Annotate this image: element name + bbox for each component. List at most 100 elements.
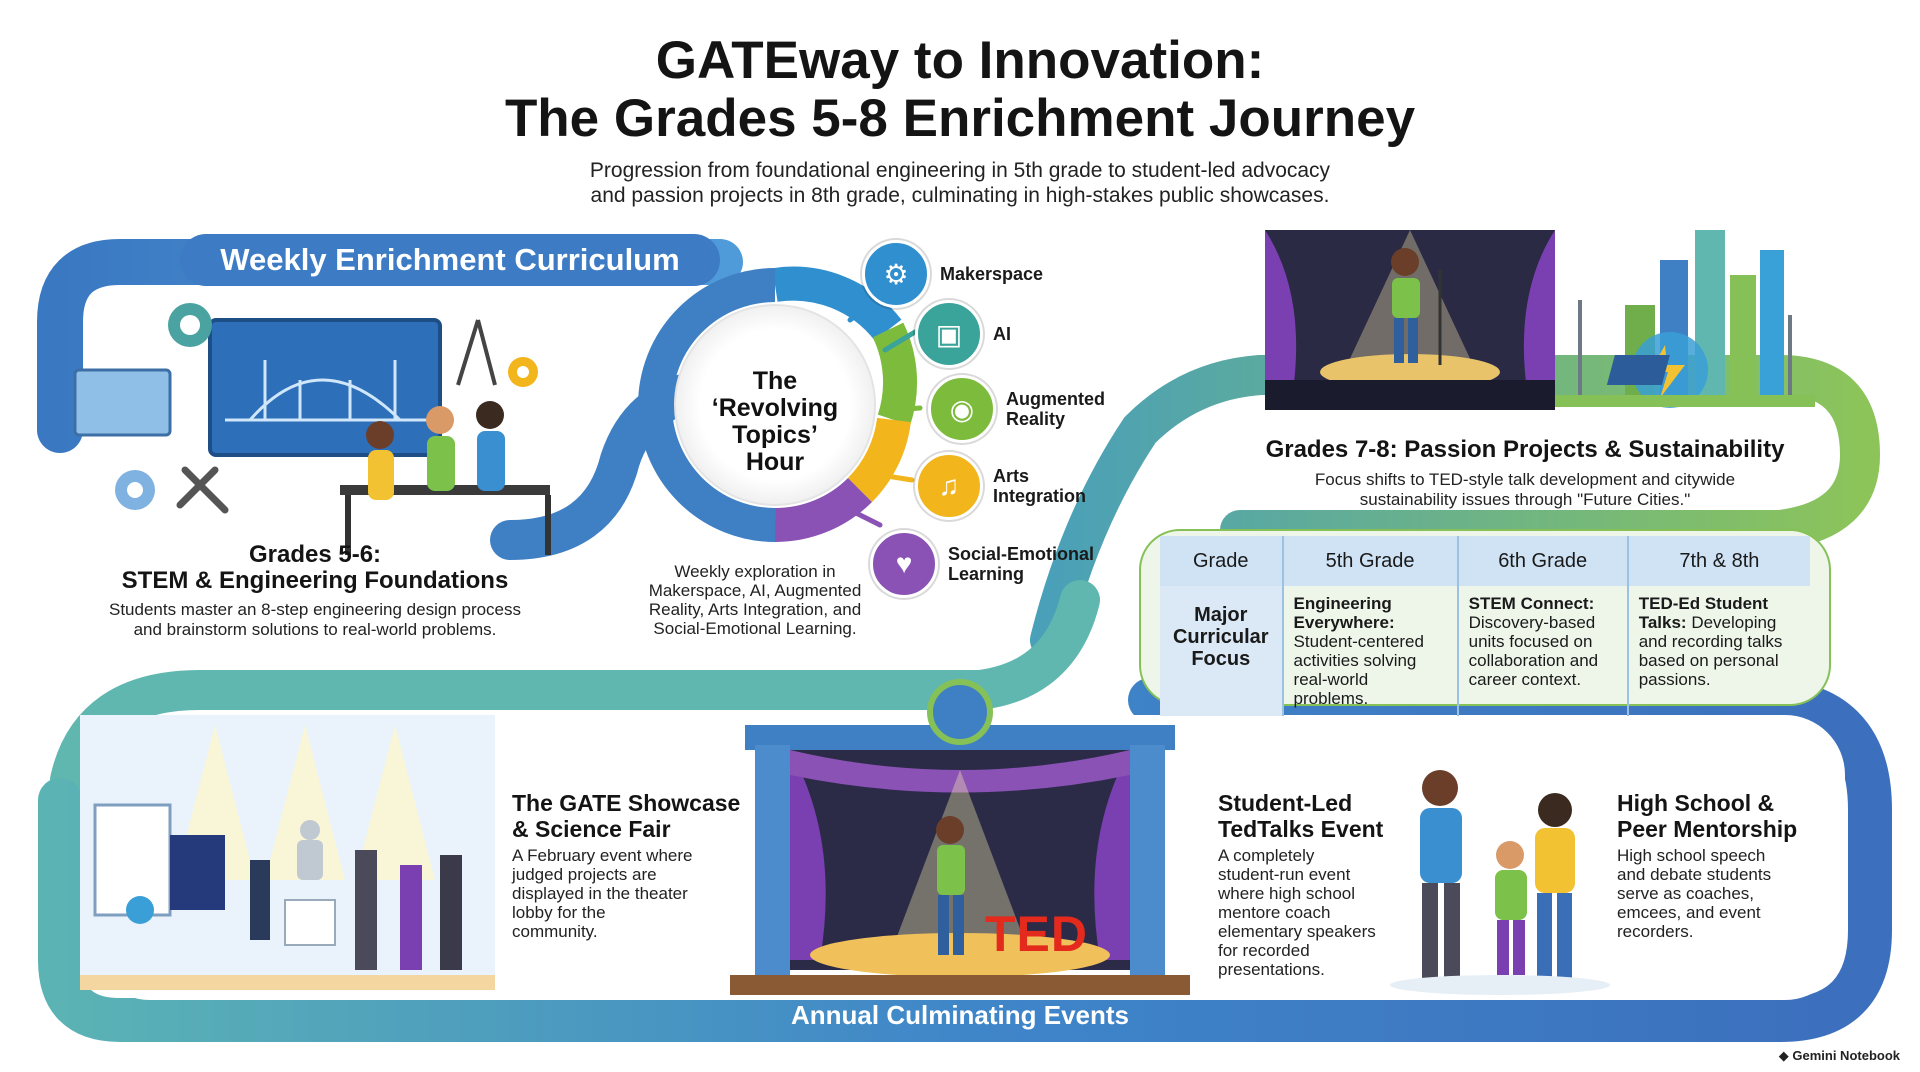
topic-makerspace-line1: Makerspace xyxy=(940,264,1044,284)
showcase-desc-line: judged projects are xyxy=(512,865,657,884)
path-band-green xyxy=(1030,355,1881,660)
cell-bold-line: STEM Connect: xyxy=(1468,594,1595,613)
heart-hands-icon: ♥ xyxy=(870,530,938,598)
tedtalks-desc-line: student-run event xyxy=(1218,865,1351,884)
mentorship-desc-line: serve as coaches, xyxy=(1617,884,1755,903)
topic-ar-line1: Augmented xyxy=(1006,389,1105,409)
showcase-title-line2: & Science Fair xyxy=(512,816,671,842)
mentorship-desc-line: emcees, and event xyxy=(1617,903,1761,922)
table-header-cell: 6th Grade xyxy=(1457,536,1629,586)
cell-text-line: activities solving xyxy=(1293,651,1417,670)
cell-text-line: collaboration and xyxy=(1468,651,1599,670)
revolving-desc-line4: Social-Emotional Learning. xyxy=(653,619,857,638)
row-label-line3: Focus xyxy=(1191,648,1251,670)
mentorship-illustration xyxy=(1390,770,1610,995)
tedtalks-desc-line: A completely xyxy=(1218,846,1315,865)
topic-augmented-reality: ◉ Augmented Reality xyxy=(928,375,1105,443)
cell-text-line: Student-centered xyxy=(1293,632,1424,651)
showcase-desc-line: displayed in the theater xyxy=(512,884,688,903)
footer-brand-text: Gemini Notebook xyxy=(1792,1048,1900,1063)
tedtalks-desc-line: where high school xyxy=(1218,884,1356,903)
table-row: Major Curricular Focus Engineering Every… xyxy=(1160,586,1810,716)
cell-text-line: Discovery-based xyxy=(1468,613,1596,632)
path-band-bottom xyxy=(38,678,1892,1042)
events-banner: Annual Culminating Events xyxy=(790,1000,1130,1030)
topic-label: Social-Emotional Learning xyxy=(948,544,1094,584)
cell-bold-line: Everywhere: xyxy=(1293,613,1395,632)
grades78-desc-line2: sustainability issues through "Future Ci… xyxy=(1359,490,1691,509)
topic-makerspace: ⚙ Makerspace xyxy=(862,240,1043,308)
table-row-label: Major Curricular Focus xyxy=(1160,586,1284,716)
curriculum-banner: Weekly Enrichment Curriculum xyxy=(220,242,680,277)
topic-sel-line1: Social-Emotional xyxy=(948,544,1095,564)
grades56-title-line1: Grades 5-6: xyxy=(248,541,382,568)
vr-headset-icon: ◉ xyxy=(928,375,996,443)
page-title-line1: GATEway to Innovation: xyxy=(655,31,1265,90)
topic-label: AI xyxy=(993,324,1011,344)
cell-text-line: and recording talks xyxy=(1638,632,1783,651)
mentorship-title-line1: High School & xyxy=(1617,790,1775,816)
table-cell-5th: Engineering Everywhere: Student-centered… xyxy=(1282,586,1459,716)
cell-text-line: real-world problems. xyxy=(1293,670,1369,708)
showcase-desc-line: community. xyxy=(512,922,598,941)
table-header-cell: 5th Grade xyxy=(1282,536,1459,586)
science-fair-illustration xyxy=(80,715,495,990)
table-header-cell: 7th & 8th xyxy=(1627,536,1810,586)
cell-bold-line: Engineering xyxy=(1293,594,1392,613)
tedtalks-desc-line: presentations. xyxy=(1218,960,1325,979)
gemini-logo-icon: ◆ xyxy=(1778,1048,1789,1063)
topic-label: Augmented Reality xyxy=(1006,389,1105,429)
showcase-title: The GATE Showcase & Science Fair xyxy=(512,790,740,842)
tedtalks-title-line2: TedTalks Event xyxy=(1218,816,1384,842)
cell-bold-inline: Talks: xyxy=(1638,613,1687,632)
revolving-desc-line1: Weekly exploration in xyxy=(674,562,836,581)
showcase-desc: A February event where judged projects a… xyxy=(512,846,692,941)
tedtalks-title: Student-Led TedTalks Event xyxy=(1218,790,1383,842)
grades56-desc-line1: Students master an 8-step engineering de… xyxy=(108,600,522,619)
topic-arts-line1: Arts xyxy=(993,466,1030,486)
row-label-line2: Curricular xyxy=(1172,626,1269,648)
cell-bold-line: TED-Ed Student xyxy=(1638,594,1769,613)
cell-text-line: career context. xyxy=(1468,670,1582,689)
mentorship-title-line2: Peer Mentorship xyxy=(1617,816,1798,842)
cell-text-line: units focused on xyxy=(1468,632,1593,651)
tedtalks-desc: A completely student-run event where hig… xyxy=(1218,846,1376,979)
hub-line-1: The xyxy=(752,367,798,395)
topic-arts-line2: Integration xyxy=(993,486,1086,506)
mentorship-desc: High school speech and debate students s… xyxy=(1617,846,1771,941)
showcase-title-line1: The GATE Showcase xyxy=(512,790,741,816)
grades78-desc-line1: Focus shifts to TED-style talk developme… xyxy=(1314,470,1736,489)
cell-text-inline: Developing xyxy=(1691,613,1777,632)
topic-ar-line2: Reality xyxy=(1006,409,1066,429)
topic-social-emotional-learning: ♥ Social-Emotional Learning xyxy=(870,530,1094,598)
topic-ai-line1: AI xyxy=(993,324,1011,344)
page-title-line2: The Grades 5-8 Enrichment Journey xyxy=(504,89,1416,148)
tedtalks-desc-line: for recorded xyxy=(1218,941,1310,960)
future-city-illustration xyxy=(1555,230,1815,408)
topic-arts-integration: ♫ Arts Integration xyxy=(915,452,1086,520)
cell-text-line: passions. xyxy=(1638,670,1711,689)
tedtalks-desc-line: elementary speakers xyxy=(1218,922,1376,941)
grades56-title-line2: STEM & Engineering Foundations xyxy=(121,567,509,594)
makerspace-icon: ⚙ xyxy=(862,240,930,308)
footer-brand: ◆ Gemini Notebook xyxy=(1779,1048,1900,1064)
mentorship-desc-line: High school speech xyxy=(1617,846,1766,865)
banner-ribbon-top xyxy=(180,234,720,286)
topic-arrows xyxy=(837,305,923,528)
revolving-hub-label: The ‘Revolving Topics’ Hour xyxy=(695,368,855,476)
topic-sel-line2: Learning xyxy=(948,564,1025,584)
mentorship-desc-line: recorders. xyxy=(1617,922,1694,941)
table-cell-6th: STEM Connect: Discovery-based units focu… xyxy=(1457,586,1629,716)
topic-label: Arts Integration xyxy=(993,466,1086,506)
row-label-line1: Major xyxy=(1194,604,1248,626)
table-header-cell: Grade xyxy=(1160,536,1284,586)
topic-label: Makerspace xyxy=(940,264,1043,284)
table-header-row: Grade 5th Grade 6th Grade 7th & 8th xyxy=(1160,536,1810,586)
art-palette-icon: ♫ xyxy=(915,452,983,520)
mentorship-desc-line: and debate students xyxy=(1617,865,1772,884)
page-subtitle-line1: Progression from foundational engineerin… xyxy=(589,159,1331,182)
tedtalks-desc-line: mentore coach xyxy=(1218,903,1331,922)
ai-chip-icon: ▣ xyxy=(915,300,983,368)
hub-line-2: ‘Revolving xyxy=(711,394,839,422)
